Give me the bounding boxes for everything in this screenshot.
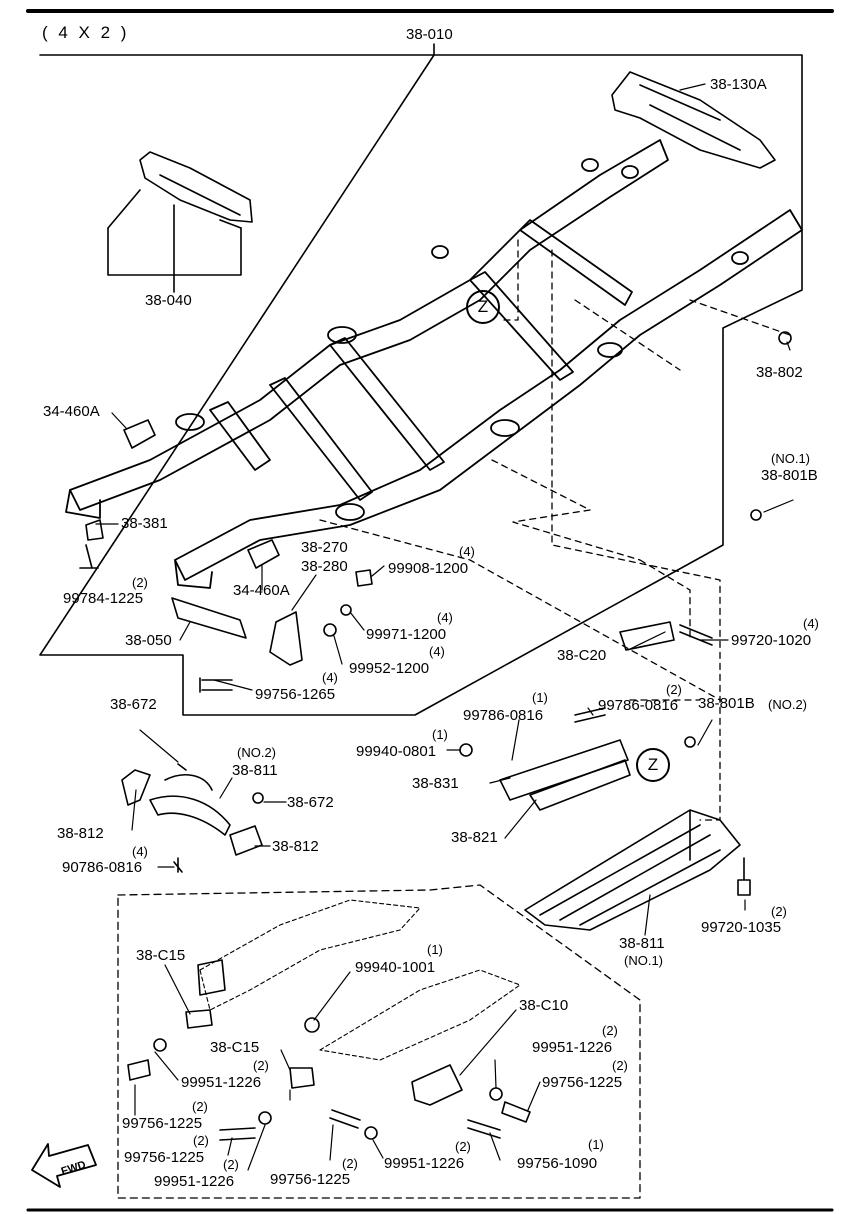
part-label-bracket-c20: 38-C20 [557, 647, 607, 664]
part-label-672-right: 38-672 [287, 794, 334, 811]
part-label-plate-811-no1: 38-811 [619, 935, 665, 952]
part-label-270: 38-270 [301, 539, 348, 556]
front-crossmember-drawing [107, 151, 253, 293]
part-label-bracket-050: 38-050 [125, 632, 172, 649]
washer-99952-qty: (4) [429, 644, 445, 659]
bolt-99720-1035-drawing [737, 857, 751, 896]
fwd-arrow-icon [31, 1143, 97, 1188]
plug-801b-no2-qty: (NO.2) [768, 697, 807, 712]
part-label-bolt-99720-1020: 99720-1020 [731, 632, 812, 649]
part-label-bracket-831: 38-831 [412, 775, 459, 792]
part-label-front-crossmember: 38-040 [145, 292, 192, 309]
bolt-99720-1020-qty: (4) [803, 616, 819, 631]
nut-99940-1001-qty: (1) [427, 942, 443, 957]
washer-99951-c-qty: (2) [223, 1157, 239, 1172]
bolt-99786-b-qty: (2) [666, 682, 682, 697]
part-label-bracket-821: 38-821 [451, 829, 498, 846]
view-z-marker-lower: Z [636, 748, 670, 782]
part-label-nut-99940-1001: 99940-1001 [355, 959, 436, 976]
plug-801b-no1-qty: (NO.1) [771, 451, 810, 466]
nut-99908-qty: (4) [459, 544, 475, 559]
part-label-bolt-99756-1090: 99756-1090 [517, 1155, 598, 1172]
part-label-bolt-99756-1225-r: 99756-1225 [542, 1074, 623, 1091]
leader-lines [95, 83, 794, 1171]
frame-assembly-boundary [39, 43, 803, 716]
part-label-bracket-c10: 38-C10 [519, 997, 569, 1014]
frame-rails [65, 139, 803, 589]
washer-99951-a-qty: (2) [602, 1023, 618, 1038]
fwd-label: FWD [60, 1159, 88, 1178]
part-label-bracket-c15-a: 38-C15 [136, 947, 186, 964]
part-label-bolt-99756-1265: 99756-1265 [255, 686, 336, 703]
part-label-bolt-99756-1225-c: 99756-1225 [270, 1171, 351, 1188]
bolt-99756-1225-b-qty: (2) [193, 1133, 209, 1148]
part-label-bolt-99756-1225-a: 99756-1225 [122, 1115, 203, 1132]
plate-811-no1-qty: (NO.1) [624, 953, 663, 968]
part-label-washer-99951-c: 99951-1226 [154, 1173, 235, 1190]
part-label-bolt-99786-b: 99786-0816 [598, 697, 679, 714]
small-parts-drawing [79, 331, 792, 873]
part-label-washer-99971: 99971-1200 [366, 626, 447, 643]
bolt-99756-1265-qty: (4) [322, 670, 338, 685]
bolt-99786-a-qty: (1) [532, 690, 548, 705]
skid-plate-no1-drawing [524, 809, 741, 931]
washer-99951-b-qty: (2) [253, 1058, 269, 1073]
bolt-99784-qty: (2) [132, 575, 148, 590]
part-label-bolt-90786: 90786-0816 [62, 859, 143, 876]
part-label-bolt-99720-1035: 99720-1035 [701, 919, 782, 936]
part-label-washer-99952: 99952-1200 [349, 660, 430, 677]
part-label-clip-812-left: 38-812 [57, 825, 104, 842]
part-label-nut-99908: 99908-1200 [388, 560, 469, 577]
part-label-bracket-381: 38-381 [121, 515, 168, 532]
part-label-frame-assy: 38-010 [406, 26, 453, 43]
view-z-leaders [319, 239, 791, 821]
bolt-99756-1225-r-qty: (2) [612, 1058, 628, 1073]
detail-z-parts [127, 959, 531, 1141]
bolt-99756-1225-a-qty: (2) [192, 1099, 208, 1114]
part-label-672-top: 38-672 [110, 696, 157, 713]
part-label-rear-crossmember: 38-130A [710, 76, 767, 93]
variant-label: ( 4 X 2 ) [42, 23, 130, 42]
bolt-99756-1225-c-qty: (2) [342, 1156, 358, 1171]
part-label-bushing-lower: 34-460A [233, 582, 290, 599]
part-label-bolt-99784: 99784-1225 [63, 590, 144, 607]
part-label-plug-801b-no1: 38-801B [761, 467, 818, 484]
part-label-bushing-upper: 34-460A [43, 403, 100, 420]
part-label-washer-99951-d: 99951-1226 [384, 1155, 465, 1172]
part-label-plate-811-no2: 38-811 [232, 762, 278, 779]
rear-crossmember-drawing [611, 71, 776, 169]
part-label-bolt-99756-1225-b: 99756-1225 [124, 1149, 205, 1166]
washer-99971-qty: (4) [437, 610, 453, 625]
detail-z-frame-sketch [199, 899, 521, 1061]
part-label-clip-812-right: 38-812 [272, 838, 319, 855]
washer-99951-d-qty: (2) [455, 1139, 471, 1154]
bolt-90786-qty: (4) [132, 844, 148, 859]
part-label-280: 38-280 [301, 558, 348, 575]
bolt-99756-1090-qty: (1) [588, 1137, 604, 1152]
part-label-washer-99951-a: 99951-1226 [532, 1039, 613, 1056]
part-label-plug-801b-no2: 38-801B [698, 695, 755, 712]
part-label-bolt-99786-a: 99786-0816 [463, 707, 544, 724]
part-label-nut-99940-0801: 99940-0801 [356, 743, 437, 760]
view-z-marker-upper: Z [466, 290, 500, 324]
plate-811-no2-qty: (NO.2) [237, 745, 276, 760]
bolt-99720-1035-qty: (2) [771, 904, 787, 919]
nut-99940-0801-qty: (1) [432, 727, 448, 742]
detail-z-boundary [117, 884, 641, 1199]
part-label-bracket-c15-b: 38-C15 [210, 1039, 260, 1056]
part-label-plug-802: 38-802 [756, 364, 803, 381]
part-label-washer-99951-b: 99951-1226 [181, 1074, 262, 1091]
